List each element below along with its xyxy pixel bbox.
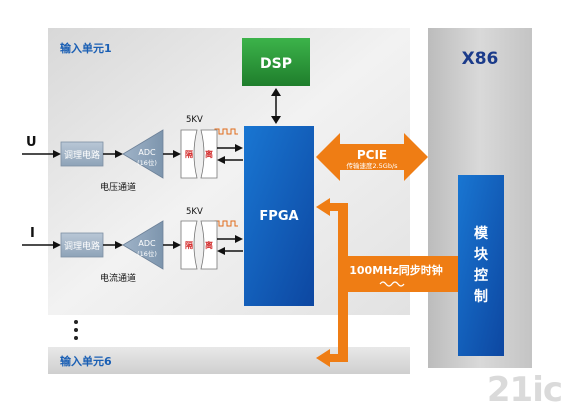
- sync-clock-trunk: [338, 210, 348, 360]
- conditioning-circuit-2-label: 调理电路: [64, 240, 100, 252]
- sync-clock-label: 100MHz同步时钟: [349, 263, 443, 277]
- channel-current: I 调理电路 ADC (16位) 电流通道 5KV 隔 离: [22, 207, 243, 284]
- iso-fpga-arrow-top-2: [235, 235, 243, 243]
- module-control-block: [458, 175, 504, 356]
- module-control-char-3: 控: [474, 267, 488, 284]
- iso-fpga-arrow-top-1: [235, 144, 243, 152]
- sync-clock-branch-fpga: [328, 203, 348, 211]
- fpga-label: FPGA: [259, 209, 298, 224]
- dsp-label: DSP: [260, 56, 292, 72]
- sync-clock-wave-icon: [379, 281, 405, 287]
- watermark-logo: 21ic: [486, 370, 563, 410]
- sync-clock-arrow-fpga: [316, 198, 330, 216]
- dsp-block: [242, 38, 310, 86]
- isolation-left-label-2: 隔: [185, 240, 193, 250]
- dsp-fpga-arrow-down: [271, 116, 281, 124]
- kv-label-1: 5KV: [186, 115, 203, 125]
- conditioning-circuit-2: [60, 232, 104, 258]
- signal-u-label: U: [26, 135, 37, 150]
- isolation-right-1: [200, 129, 218, 179]
- conditioning-circuit-1: [60, 141, 104, 167]
- input-unit-1-label: 输入单元1: [60, 41, 112, 55]
- adc-1-bits: (16位): [137, 158, 157, 167]
- fpga-block: [244, 126, 314, 306]
- ellipsis-dot-3: [74, 336, 78, 340]
- sync-clock-branch-unit6: [328, 354, 348, 362]
- adc-1-label: ADC: [138, 148, 156, 157]
- isolation-right-2: [200, 220, 218, 270]
- adc-2-label: ADC: [138, 239, 156, 248]
- module-control-char-2: 块: [474, 247, 489, 263]
- input-unit-6-label: 输入单元6: [60, 354, 112, 368]
- adc-iso-arrow-1: [173, 150, 181, 158]
- isolation-left-2: [180, 220, 198, 270]
- adc-iso-arrow-2: [173, 241, 181, 249]
- module-control-char-1: 模: [474, 225, 489, 242]
- adc-2-bits: (16位): [137, 249, 157, 258]
- ellipsis-dot-2: [74, 328, 78, 332]
- channel-voltage: U 调理电路 ADC (16位) 电压通道 5KV 隔 离: [22, 115, 243, 193]
- isolation-right-label-1: 离: [205, 149, 213, 159]
- channel-1-name: 电压通道: [100, 181, 136, 193]
- isolation-left-1: [180, 129, 198, 179]
- iso-fpga-arrow-bot-2: [217, 247, 225, 255]
- isolation-left-label-1: 隔: [185, 149, 193, 159]
- pcie-label: PCIE: [357, 148, 387, 162]
- cond-adc-arrow-1: [115, 150, 123, 158]
- pcie-arrow: [316, 133, 428, 181]
- signal-i-label: I: [30, 226, 35, 241]
- signal-i-arrow: [53, 241, 61, 249]
- iso-fpga-arrow-bot-1: [217, 156, 225, 164]
- x86-label: X86: [462, 49, 499, 69]
- channel-2-name: 电流通道: [100, 272, 136, 284]
- pcie-speed: 传输速度2.5Gb/s: [346, 161, 398, 170]
- isolation-right-label-2: 离: [205, 240, 213, 250]
- pulse-icon-1: [212, 128, 238, 135]
- conditioning-circuit-1-label: 调理电路: [64, 149, 100, 161]
- signal-u-arrow: [53, 150, 61, 158]
- sync-clock-bar: [338, 256, 458, 292]
- kv-label-2: 5KV: [186, 207, 203, 217]
- module-control-char-4: 制: [474, 288, 488, 305]
- cond-adc-arrow-2: [115, 241, 123, 249]
- sync-clock-arrow-unit6: [316, 349, 330, 367]
- dsp-fpga-arrow-up: [271, 88, 281, 96]
- ellipsis-dot-1: [74, 320, 78, 324]
- input-unit-6-panel: [48, 347, 410, 374]
